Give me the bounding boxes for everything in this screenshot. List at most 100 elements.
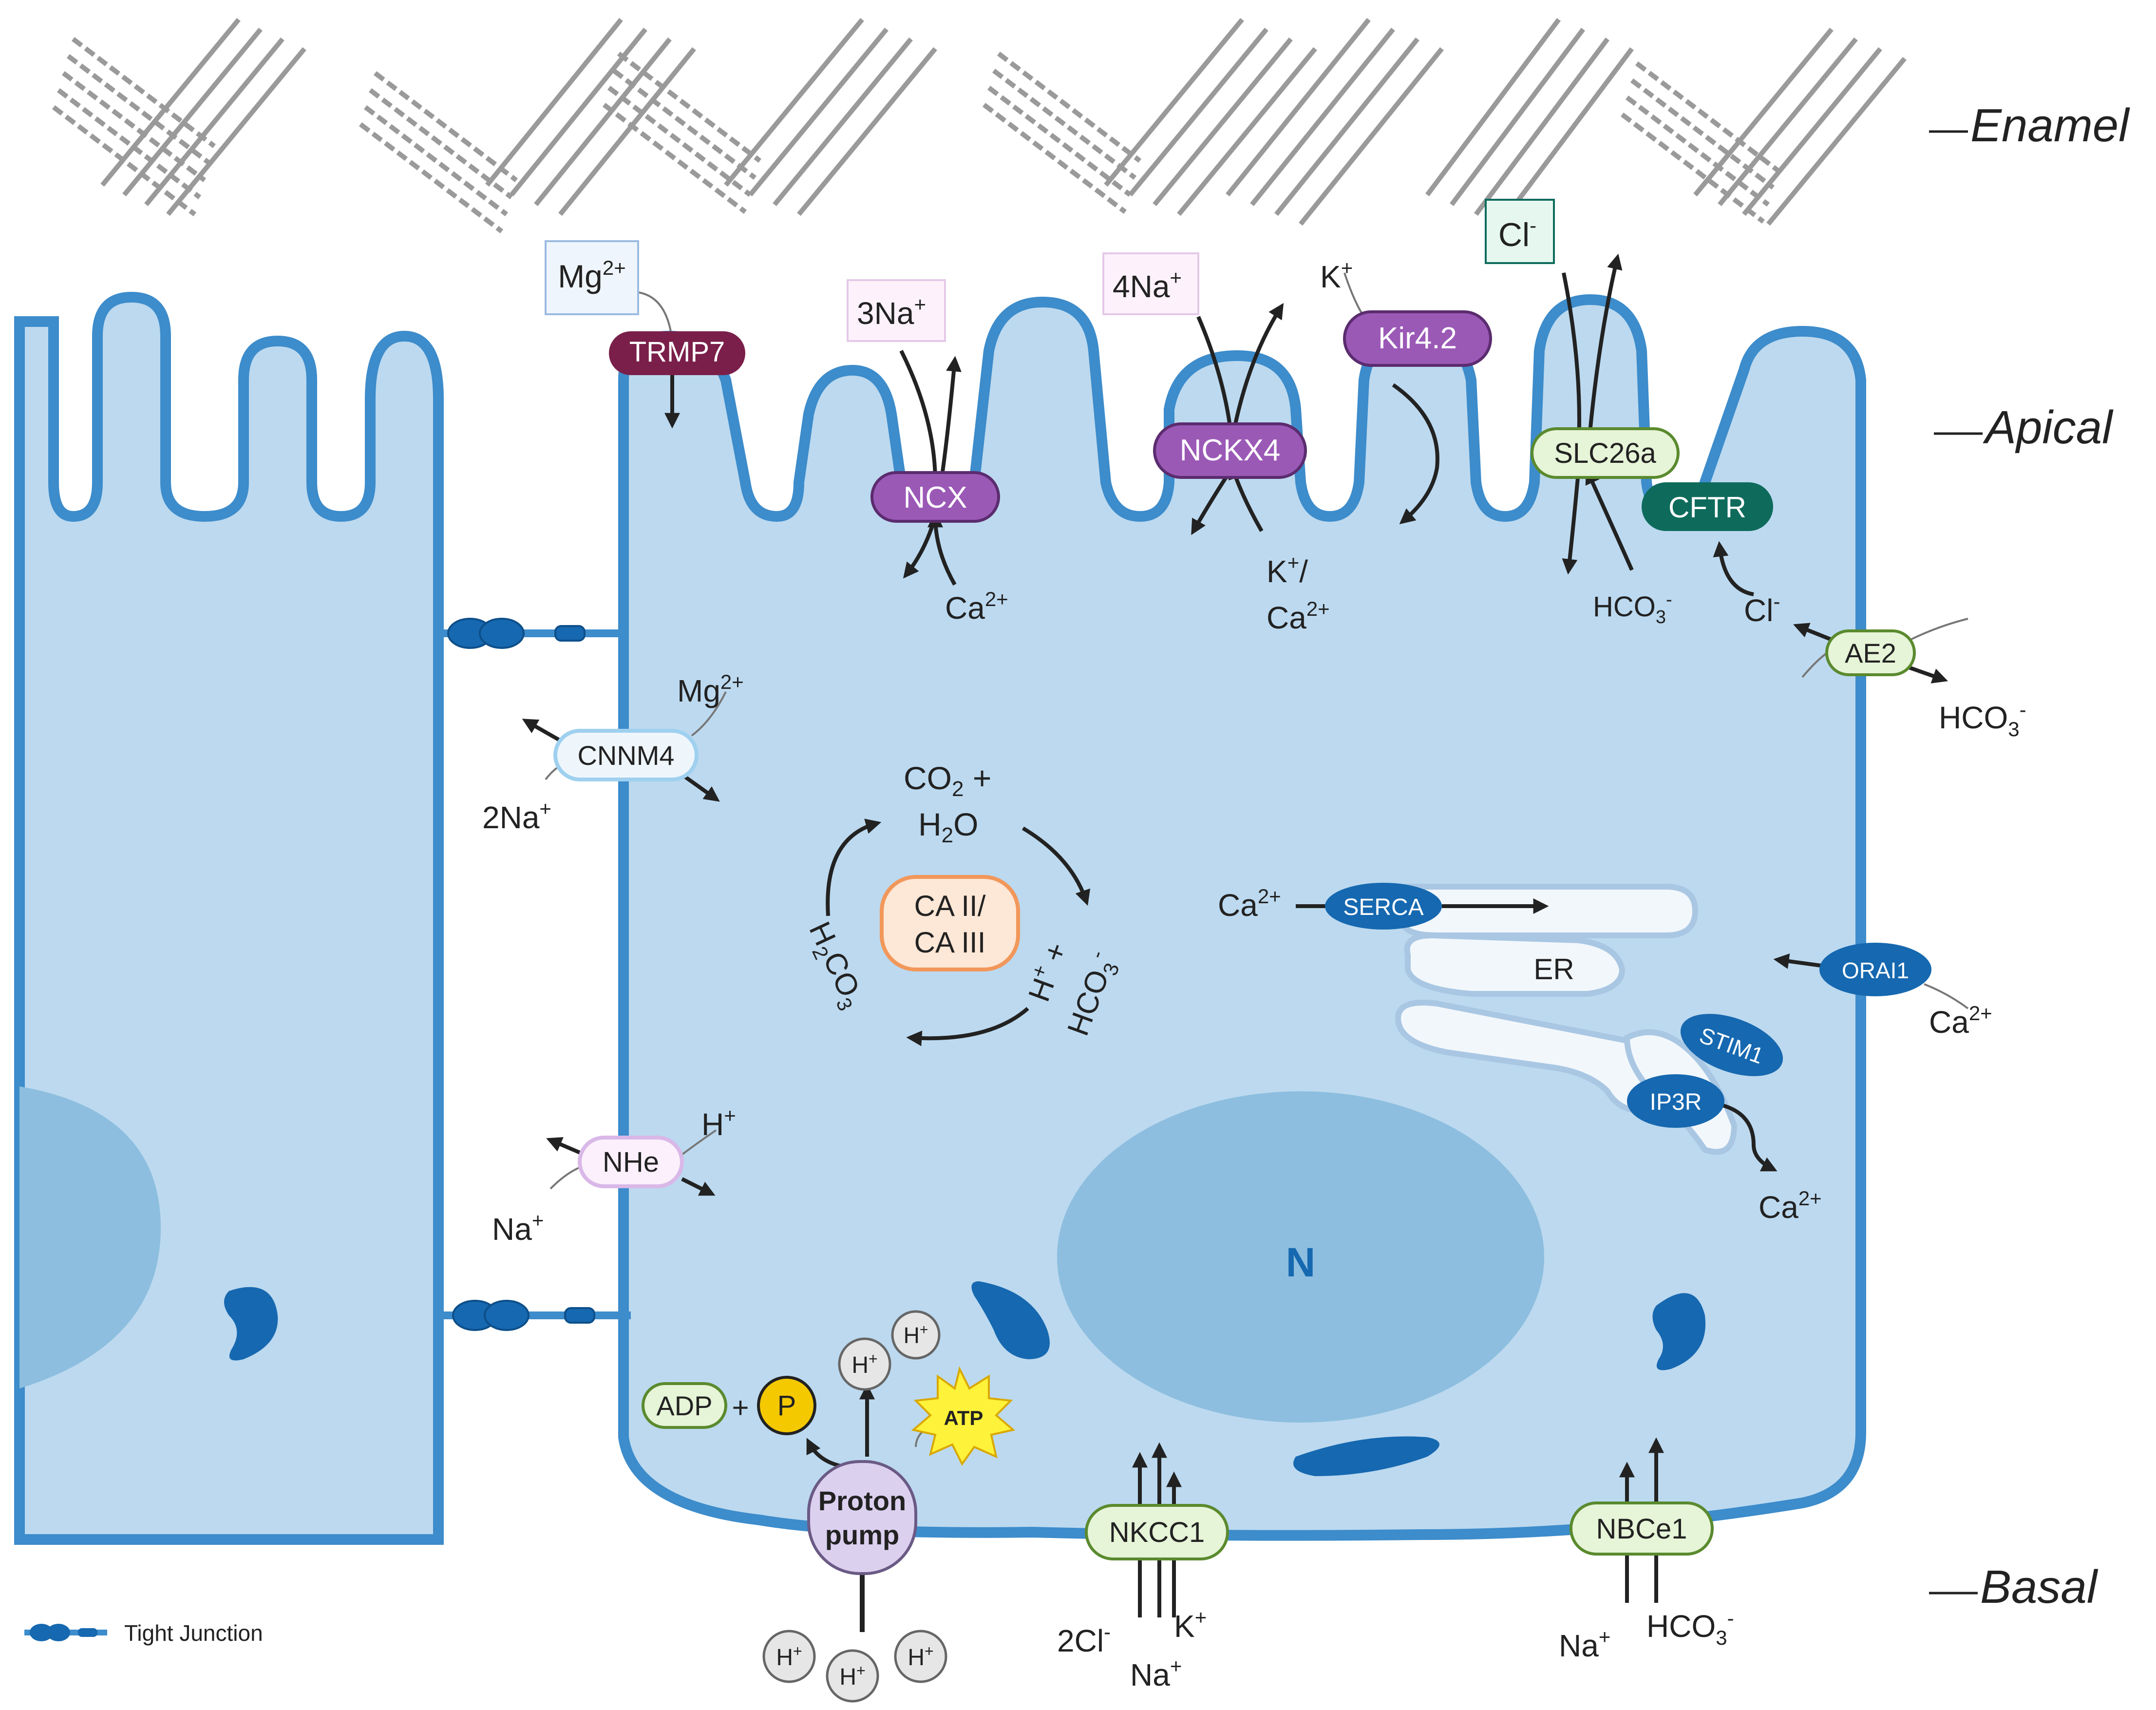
ca-orai-label: Ca2+ (1929, 1002, 1992, 1040)
na-nbce-label: Na+ (1559, 1625, 1610, 1663)
cnnm4-transporter: CNNM4 (553, 729, 699, 781)
h-bubble: H+ (762, 1630, 816, 1683)
na4-box: 4Na+ (1102, 252, 1199, 315)
svg-text:pump: pump (825, 1520, 899, 1550)
k-nckx-label: K+/ (1267, 551, 1308, 589)
svg-text:Mg2+: Mg2+ (558, 256, 626, 294)
h-bubble: H+ (891, 1310, 941, 1360)
proton-pump: Proton pump (807, 1460, 917, 1632)
svg-text:Kir4.2: Kir4.2 (1378, 322, 1457, 355)
mitochondrion (1652, 1293, 1706, 1370)
mitochondrion (971, 1281, 1050, 1359)
svg-text:NHe: NHe (603, 1146, 659, 1178)
cl-ae2-label: Cl- (1744, 590, 1780, 628)
er-label: ER (1533, 953, 1574, 986)
ca-ip3r-label: Ca2+ (1759, 1187, 1822, 1225)
kir42-channel: Kir4.2 (1343, 310, 1492, 367)
left-cell (14, 291, 444, 1545)
svg-text:CFTR: CFTR (1668, 491, 1746, 524)
svg-text:SLC26a: SLC26a (1554, 437, 1656, 469)
svg-text:3Na+: 3Na+ (857, 293, 926, 331)
nhe-exchanger: NHe (578, 1136, 684, 1188)
left-cell-nucleus (19, 1086, 161, 1388)
enamel-crystal-cluster (359, 18, 696, 233)
svg-text:4Na+: 4Na+ (1113, 266, 1182, 304)
k-kir-label: K+ (1320, 256, 1353, 294)
ca-nckx-label: Ca2+ (1267, 597, 1330, 635)
svg-text:Cl-: Cl- (1498, 214, 1536, 253)
tight-junction (436, 618, 621, 649)
orai1-channel: ORAI1 (1819, 943, 1931, 996)
serca-pump: SERCA (1325, 883, 1442, 930)
enamel-crystal-cluster (982, 18, 1317, 216)
enamel-crystal-cluster (1620, 27, 1907, 226)
svg-text:P: P (777, 1390, 796, 1422)
phosphate: P (757, 1376, 816, 1435)
adp-label: ADP (642, 1382, 727, 1429)
mitochondrion (1293, 1436, 1439, 1476)
enamel-crystal-cluster (1226, 18, 1634, 226)
carbonic-anhydrase: CA II/ CA III (880, 875, 1020, 971)
h-bubble: H+ (826, 1649, 879, 1703)
ca-serca-label: Ca2+ (1218, 885, 1281, 923)
layer-label-enamel: Enamel (1970, 99, 2130, 152)
svg-text:TRMP7: TRMP7 (629, 336, 725, 368)
nckx4-exchanger: NCKX4 (1153, 422, 1307, 479)
nbce1-cotransporter: NBCe1 (1570, 1501, 1714, 1556)
svg-text:H+: H+ (908, 1642, 933, 1671)
svg-text:SERCA: SERCA (1343, 894, 1423, 920)
svg-text:CA III: CA III (914, 926, 986, 959)
na-nkcc-label: Na+ (1130, 1654, 1182, 1692)
ncx-exchanger: NCX (870, 471, 1000, 523)
svg-text:H+: H+ (851, 1350, 877, 1378)
svg-text:Proton: Proton (818, 1485, 906, 1516)
cl2-nkcc-label: 2Cl- (1057, 1620, 1111, 1658)
layer-label-apical: Apical (1983, 401, 2114, 454)
cftr-channel: CFTR (1642, 482, 1773, 531)
left-cell-mitochondrion (224, 1287, 278, 1361)
svg-text:ADP: ADP (656, 1390, 712, 1421)
cl-apical-box: Cl- (1485, 199, 1555, 264)
enamel-layer (52, 18, 1907, 233)
svg-text:H+: H+ (776, 1642, 802, 1671)
svg-text:NBCe1: NBCe1 (1596, 1513, 1687, 1545)
proton-bubbles: H+ H+ H+ H+ H+ (762, 1310, 947, 1703)
stim1-sensor: STIM1 (1680, 1014, 1783, 1076)
tight-junction-legend-icon (24, 1624, 107, 1641)
svg-text:H+: H+ (904, 1322, 928, 1348)
nucleus (1057, 1091, 1544, 1423)
svg-text:NKCC1: NKCC1 (1109, 1517, 1205, 1548)
legend-tight-junction-label: Tight Junction (124, 1620, 263, 1646)
svg-text:NCKX4: NCKX4 (1180, 434, 1281, 467)
svg-text:AE2: AE2 (1845, 638, 1896, 668)
h2o-label: H2O (918, 806, 979, 847)
enamel-crystal-cluster (52, 18, 306, 216)
h-nhe-label: H+ (701, 1104, 736, 1142)
svg-text:ORAI1: ORAI1 (1842, 958, 1909, 983)
na2-cnnm4-label: 2Na+ (482, 797, 551, 835)
legend: Tight Junction (24, 1620, 263, 1646)
h-bubble: H+ (838, 1337, 891, 1391)
ip3r-receptor: IP3R (1627, 1074, 1724, 1128)
svg-text:H+: H+ (839, 1662, 865, 1690)
svg-text:IP3R: IP3R (1650, 1089, 1702, 1115)
slc26a-exchanger: SLC26a (1531, 427, 1680, 479)
atp-starburst: ATP (911, 1366, 1016, 1466)
h-bubble: H+ (894, 1630, 947, 1683)
svg-text:CA II/: CA II/ (914, 890, 986, 922)
co2-label: CO2 + (904, 760, 991, 801)
layer-labels: Enamel Apical Basal (1929, 99, 2130, 1613)
hco3-nbce-label: HCO3- (1646, 1607, 1734, 1649)
na3-box: 3Na+ (847, 279, 946, 342)
svg-text:NCX: NCX (904, 481, 967, 514)
enamel-crystal-cluster (602, 18, 937, 216)
svg-text:CNNM4: CNNM4 (577, 740, 674, 771)
layer-label-basal: Basal (1980, 1561, 2099, 1613)
na-nhe-label: Na+ (492, 1209, 544, 1247)
nkcc1-cotransporter: NKCC1 (1085, 1504, 1229, 1560)
svg-text:ATP: ATP (944, 1406, 983, 1429)
mg-cnnm4-label: Mg2+ (677, 670, 744, 708)
ae2-exchanger: AE2 (1825, 629, 1916, 676)
main-cell: N (618, 294, 1866, 1541)
